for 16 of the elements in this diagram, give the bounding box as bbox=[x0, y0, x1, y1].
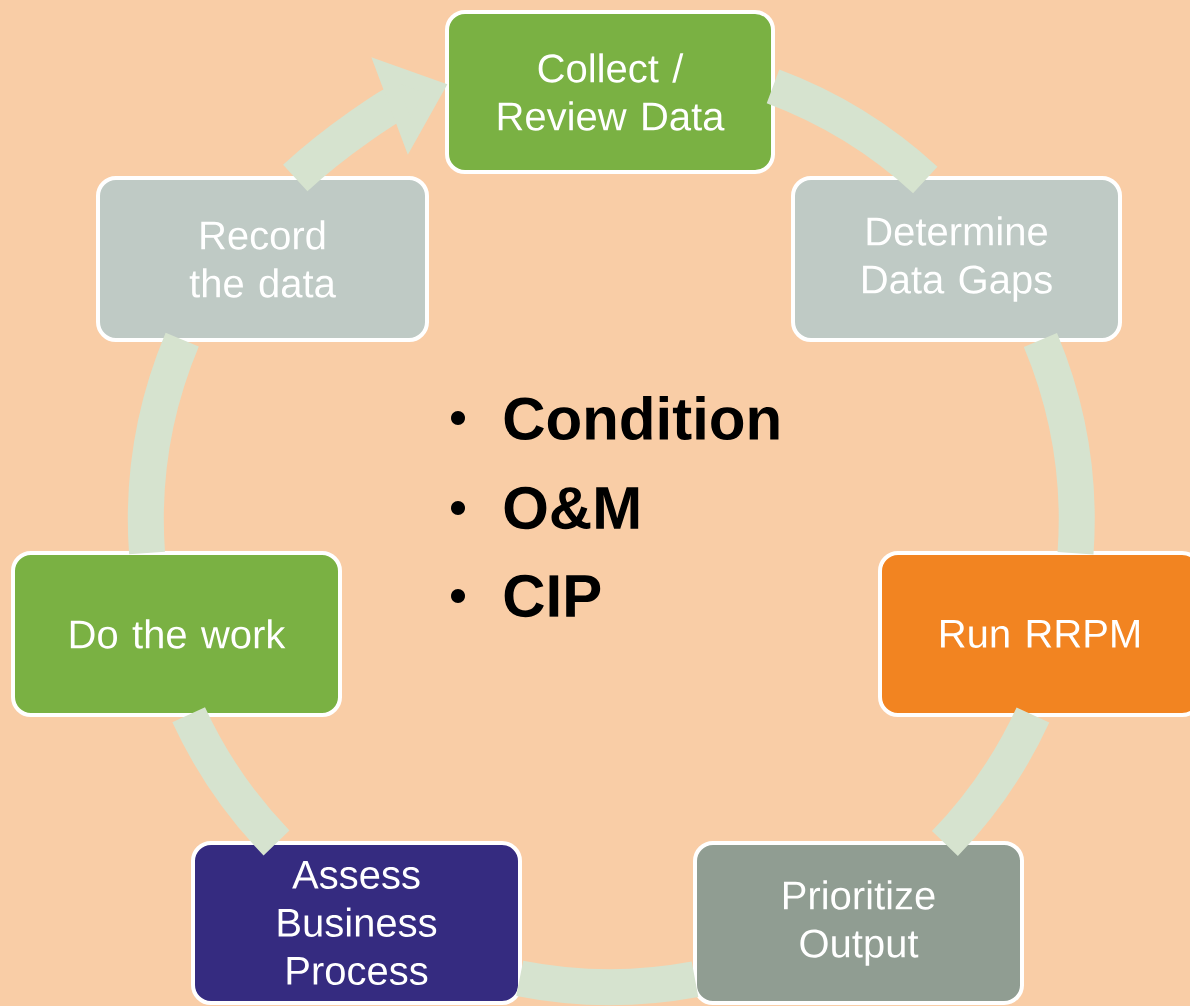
ring-segment bbox=[766, 69, 938, 194]
ring-segment bbox=[1023, 333, 1095, 555]
step-box: Run RRPM bbox=[878, 551, 1190, 717]
step-box: Prioritize Output bbox=[693, 841, 1024, 1005]
step-box: Assess Business Process bbox=[191, 841, 522, 1005]
step-box: Determine Data Gaps bbox=[791, 176, 1122, 342]
bullet-item: O&M bbox=[451, 486, 639, 530]
step-box: Record the data bbox=[96, 176, 429, 342]
bullet-item: Condition bbox=[451, 395, 779, 440]
bullet-item: CIP bbox=[451, 574, 601, 618]
ring-segment bbox=[931, 707, 1050, 856]
ring-segment bbox=[127, 332, 199, 554]
step-box: Collect / Review Data bbox=[445, 10, 775, 174]
ring-segment bbox=[172, 706, 290, 856]
step-box: Do the work bbox=[11, 551, 342, 717]
ring-segment bbox=[516, 960, 699, 1006]
